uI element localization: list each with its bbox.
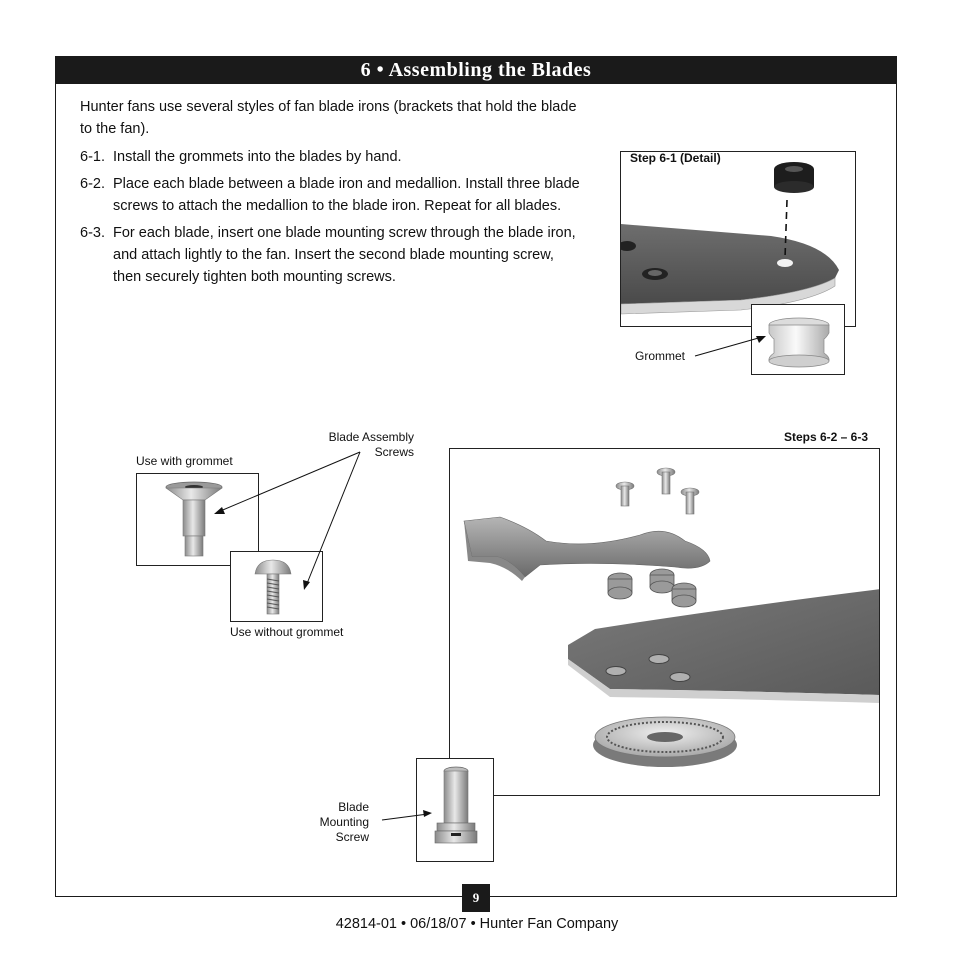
grommet-closeup-box — [751, 304, 845, 375]
step-number: 6-1. — [80, 149, 105, 165]
step-item: 6-3. For each blade, insert one blade mo… — [80, 222, 580, 288]
steps-list: 6-1. Install the grommets into the blade… — [80, 146, 580, 293]
blade-mounting-screw-box — [416, 758, 494, 862]
blade-detail-illustration — [621, 199, 839, 315]
steps-title: Steps 6-2 – 6-3 — [783, 430, 868, 444]
screw-without-grommet-box — [230, 551, 323, 622]
flathead-screw-icon — [165, 481, 223, 557]
grommet-label: Grommet — [635, 349, 686, 363]
step-item: 6-2. Place each blade between a blade ir… — [80, 173, 580, 217]
step-text: Install the grommets into the blades by … — [113, 149, 402, 165]
mounting-screw-icon — [434, 766, 478, 844]
detail-figure — [620, 151, 856, 327]
detail-title: Step 6-1 (Detail) — [630, 151, 721, 165]
intro-paragraph: Hunter fans use several styles of fan bl… — [80, 99, 577, 137]
grommet-icon — [774, 162, 814, 193]
blade-iron-assembly-illustration — [463, 467, 879, 767]
blade-mounting-screw-label: Blade Mounting Screw — [319, 800, 369, 844]
section-title: 6 • Assembling the Blades — [55, 56, 897, 84]
use-with-grommet-label: Use with grommet — [136, 454, 233, 468]
grommets — [607, 568, 697, 608]
step-number: 6-3. — [80, 225, 105, 241]
step-item: 6-1. Install the grommets into the blade… — [80, 146, 580, 168]
medallion — [593, 716, 737, 767]
use-without-grommet-label: Use without grommet — [230, 625, 344, 639]
step-number: 6-2. — [80, 176, 105, 192]
step-text: For each blade, insert one blade mountin… — [113, 225, 576, 285]
footer-text: 42814-01 • 06/18/07 • Hunter Fan Company — [335, 916, 619, 932]
blade-screws — [615, 467, 700, 515]
panhead-screw-icon — [254, 559, 292, 615]
page-number: 9 — [462, 884, 490, 912]
grommet-closeup-icon — [768, 317, 830, 368]
assembly-figure — [449, 448, 880, 796]
step-text: Place each blade between a blade iron an… — [113, 176, 580, 214]
blade-assembly-screws-label: Blade Assembly Screws — [328, 430, 414, 459]
